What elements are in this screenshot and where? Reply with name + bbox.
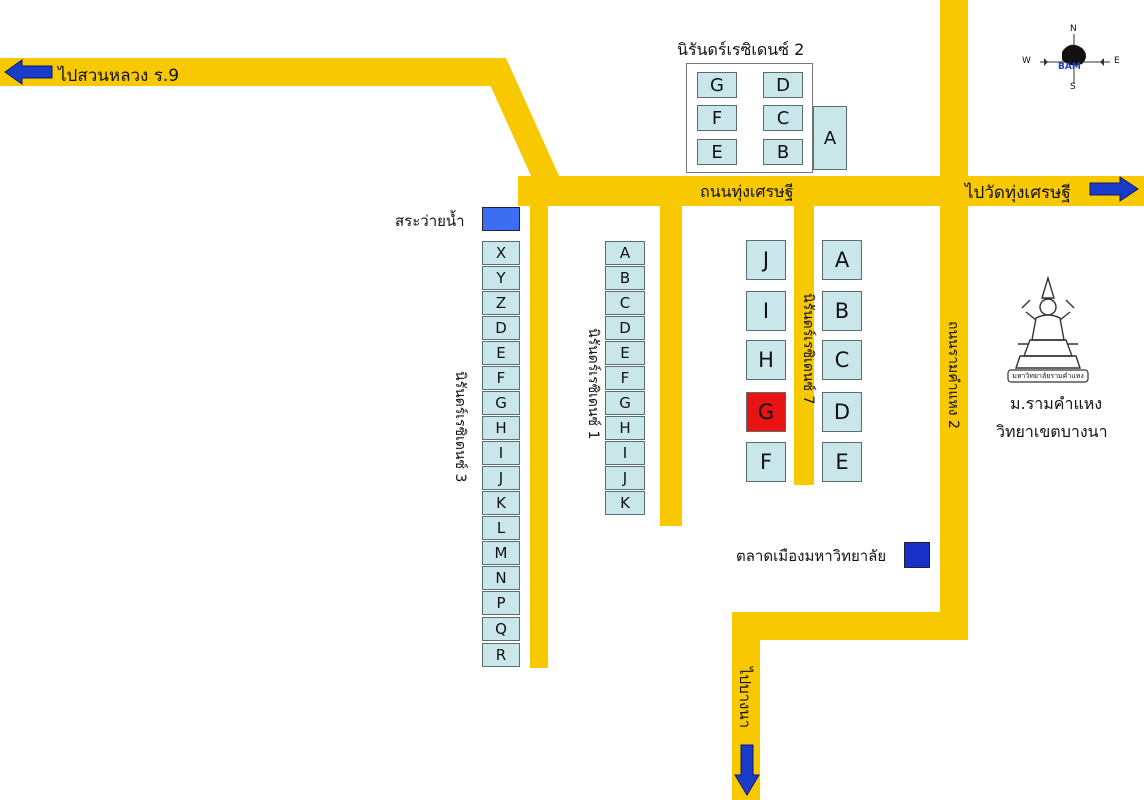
block-r1-h: H	[605, 416, 645, 440]
road-soi-1	[660, 200, 682, 526]
compass-east: E	[1114, 56, 1120, 66]
block-r1-i: I	[605, 441, 645, 465]
block-r2-g: G	[697, 72, 737, 98]
label-to-wat-thung-setthi: ไปวัดทุ่งเศรษฐี	[965, 183, 1071, 203]
block-r1-e: E	[605, 341, 645, 365]
block-r7-d: D	[822, 392, 862, 432]
block-r3-n: N	[482, 566, 520, 590]
road-soi-3	[530, 200, 548, 668]
arrow-right-icon	[1089, 176, 1139, 202]
block-r3-y: Y	[482, 266, 520, 290]
block-r3-f: F	[482, 366, 520, 390]
label-market: ตลาดเมืองมหาวิทยาลัย	[736, 547, 887, 565]
block-r1-j: J	[605, 466, 645, 490]
block-r1-f: F	[605, 366, 645, 390]
road-diagonal-segment	[478, 58, 560, 178]
block-r3-e: E	[482, 341, 520, 365]
road-ramkhamhaeng-2	[940, 190, 968, 640]
compass-brand: BAM	[1058, 62, 1081, 72]
market-marker	[904, 542, 930, 568]
university-seal-banner	[1007, 369, 1089, 383]
block-r2-f: F	[697, 105, 737, 131]
block-r7-b: B	[822, 291, 862, 331]
block-r3-g: G	[482, 391, 520, 415]
road-bangna-connector	[732, 612, 968, 640]
block-r3-d: D	[482, 316, 520, 340]
block-r3-p: P	[482, 591, 520, 615]
block-r2-a: A	[813, 106, 847, 170]
block-r7-a: A	[822, 240, 862, 280]
arrow-down-icon	[734, 744, 760, 796]
block-r7-e: E	[822, 442, 862, 482]
block-r1-b: B	[605, 266, 645, 290]
block-r3-l: L	[482, 516, 520, 540]
compass-west: W	[1022, 56, 1031, 66]
compass-north: N	[1070, 24, 1077, 34]
block-r7-i: I	[746, 291, 786, 331]
block-r1-c: C	[605, 291, 645, 315]
university-seal-icon	[1015, 275, 1081, 369]
block-r2-b: B	[763, 139, 803, 165]
road-north-bar	[940, 0, 968, 200]
label-to-suan-luang: ไปสวนหลวง ร.9	[58, 66, 180, 86]
label-university-campus: วิทยาเขตบางนา	[996, 422, 1108, 441]
label-university: ม.รามคำแหง	[1010, 394, 1103, 413]
block-r7-j: J	[746, 240, 786, 280]
arrow-left-icon	[4, 59, 53, 85]
block-r7-c: C	[822, 340, 862, 380]
block-r3-x: X	[482, 241, 520, 265]
university-seal-text: มหาวิทยาลัยรามคำแหง	[1012, 372, 1084, 380]
block-r3-k: K	[482, 491, 520, 515]
block-r2-c: C	[763, 105, 803, 131]
block-r3-j: J	[482, 466, 520, 490]
block-r3-q: Q	[482, 617, 520, 641]
block-r1-g: G	[605, 391, 645, 415]
road-thung-setthi	[518, 176, 1144, 206]
block-r3-m: M	[482, 541, 520, 565]
block-r1-k: K	[605, 491, 645, 515]
block-r1-d: D	[605, 316, 645, 340]
niran-residence-2-title: นิรันดร์เรซิเดนซ์ 2	[677, 40, 805, 59]
road-suan-luang-segment	[0, 58, 492, 86]
block-r3-r: R	[482, 643, 520, 667]
block-r7-f: F	[746, 442, 786, 482]
block-r7-g-highlighted: G	[746, 392, 786, 432]
block-r3-h: H	[482, 416, 520, 440]
block-r7-h: H	[746, 340, 786, 380]
block-r2-e: E	[697, 139, 737, 165]
pool-marker	[482, 207, 520, 231]
road-soi-7	[794, 190, 814, 485]
compass-icon	[1040, 34, 1110, 84]
block-r3-i: I	[482, 441, 520, 465]
block-r3-z: Z	[482, 291, 520, 315]
label-main-street: ถนนทุ่งเศรษฐี	[700, 182, 794, 201]
block-r2-d: D	[763, 72, 803, 98]
label-pool: สระว่ายน้ำ	[395, 212, 465, 230]
compass-south: S	[1070, 82, 1076, 92]
block-r1-a: A	[605, 241, 645, 265]
